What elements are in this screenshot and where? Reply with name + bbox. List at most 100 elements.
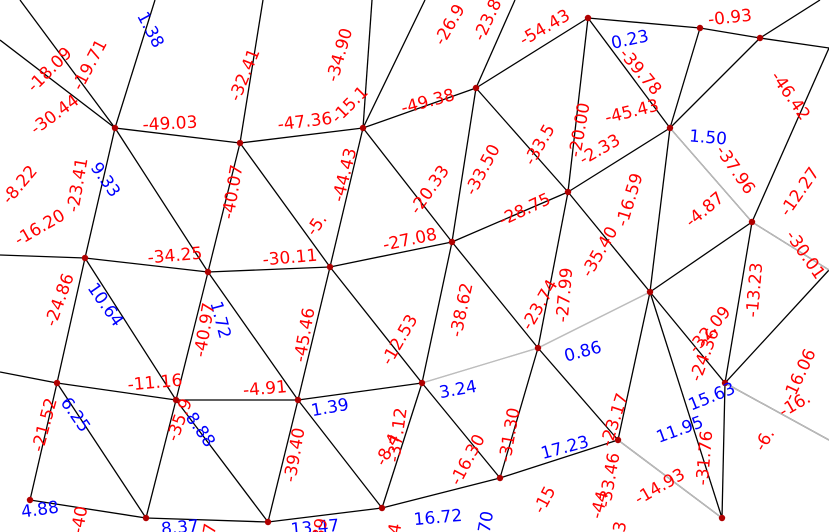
mesh-node [53,379,61,387]
mesh-edge [267,507,383,523]
mesh-edge [362,87,477,129]
mesh-edge [207,266,331,273]
mesh-edge [451,191,569,243]
mesh-edge [297,266,331,401]
mesh-edge [297,382,423,401]
mesh-node [496,474,504,482]
mesh-edge [329,127,364,268]
mesh-edge [537,347,619,441]
negative-value-label: -13.23 [743,262,768,318]
mesh-edge [56,257,86,384]
mesh-edge [145,517,269,523]
mesh-edge-grey [617,439,723,519]
negative-value-label: -4.91 [242,377,288,401]
mesh-edge [56,382,177,401]
mesh-node [111,124,119,132]
mesh-edge [421,382,501,479]
mesh-edge [329,241,453,268]
mesh-edge [362,0,426,129]
mesh-edge [751,47,829,223]
mesh-edge [267,399,299,523]
mesh-node [756,34,764,42]
mesh-edge [381,382,423,509]
negative-value-label: -7 [199,522,222,532]
mesh-nodes [26,14,764,526]
mesh-edge [649,127,671,293]
mesh-node [646,288,654,296]
mesh-edge [475,17,589,89]
mesh-edge [759,37,829,49]
mesh-edge [207,142,241,273]
mesh-node [472,84,480,92]
mesh-edge-grey [669,127,753,223]
mesh-node [534,344,542,352]
mesh-node [81,254,89,262]
positive-value-label: 1.70 [472,510,498,532]
mesh-edge [0,371,58,384]
mesh-edge [29,499,147,519]
mesh-node [584,14,592,22]
mesh-edge [475,87,569,193]
mesh-edge [114,0,156,129]
mesh-edge [649,291,723,519]
mesh-edge [499,439,619,479]
mesh-edge [499,347,539,479]
mesh-node [418,379,426,387]
mesh-edge [617,291,651,441]
mesh-edge-grey [751,221,829,271]
mesh-edge [451,87,477,243]
mesh-edge [175,399,269,523]
negative-value-label: -0.93 [707,6,753,30]
mesh-edge [239,127,364,144]
mesh-edge-grey [537,291,651,349]
mesh-edge [381,477,501,509]
positive-value-label: 13.47 [290,516,340,532]
mesh-edge [649,221,753,293]
mesh-edge [587,17,671,129]
mesh-edge [207,271,299,401]
positive-value-label: 1.50 [688,126,727,149]
mesh-node [264,518,272,526]
mesh-edge [84,257,209,273]
mesh-node [378,504,386,512]
mesh-edge [759,0,821,39]
negative-value-label: -30.11 [262,246,318,271]
mesh-edge [587,17,701,29]
mesh-edge [297,399,383,509]
mesh-edge-grey [724,382,829,441]
mesh-edge [669,37,761,129]
mesh-node [359,124,367,132]
mesh-edge [84,257,177,401]
mesh-edge [239,142,331,268]
mesh-edge [362,127,453,243]
mesh-node [294,396,302,404]
mesh-edge [721,382,726,519]
mesh-node [26,496,34,504]
mesh-edge [724,221,753,384]
mesh-edge [451,241,539,349]
mesh-edge [567,191,651,293]
negative-value-label: -40 [68,505,93,532]
negative-value-label: -4 [384,522,407,532]
mesh-node [326,263,334,271]
mesh-edge [56,382,147,519]
mesh-edge [239,0,264,144]
mesh-node [204,268,212,276]
mesh-edge [175,271,209,401]
mesh-node [614,436,622,444]
mesh-edge [537,191,569,349]
negative-value-label: -11.16 [127,371,183,396]
mesh-node [172,396,180,404]
mesh-edge [29,382,58,501]
mesh-edge [649,291,726,384]
mesh-edge [475,0,516,89]
mesh-edge [699,27,761,39]
mesh-edge [362,0,373,129]
negative-value-label: -3 [609,520,632,532]
positive-value-label: 16.72 [413,506,463,530]
mesh-node [718,514,726,522]
mesh-edge [567,127,671,193]
